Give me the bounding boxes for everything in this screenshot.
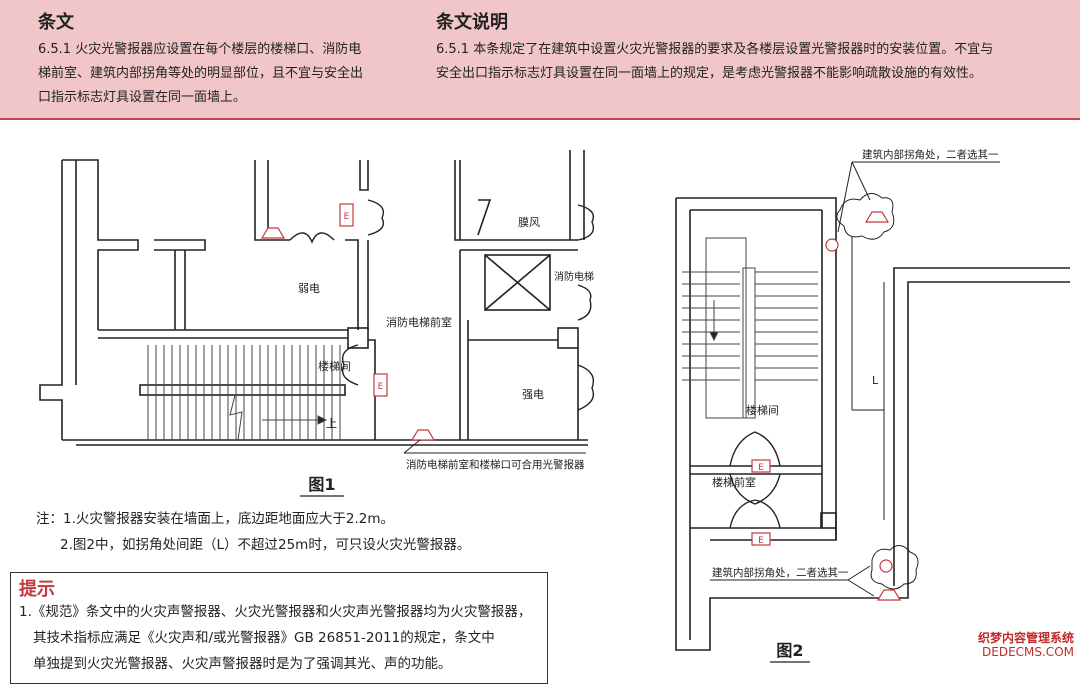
watermark: 织梦内容管理系统 DEDECMS.COM: [978, 631, 1074, 659]
exit-sign-letter: E: [344, 212, 350, 222]
floor-plan-diagrams: E E 弱电 消防电梯前室 楼梯间 膜风 强电 上 消防电梯前室和楼梯口可合用光…: [39, 148, 1070, 663]
clause-column: 条文 6.5.1 火灾光警报器应设置在每个楼层的楼梯口、消防电 梯前室、建筑内部…: [38, 8, 398, 110]
shared-alarm-annotation: 消防电梯前室和楼梯口可合用光警报器: [406, 458, 585, 471]
tip-line: 1.《规范》条文中的火灾声警报器、火灾光警报器和火灾声光警报器均为火灾警报器，: [19, 604, 532, 620]
figure1-alarm-symbols: E E: [260, 203, 436, 441]
figure2-alarm-symbols: E E: [751, 211, 902, 601]
fire-elevator-label: 消防电梯: [554, 270, 594, 283]
figure1-walls: [39, 150, 588, 446]
fire-lobby-label: 消防电梯前室: [386, 315, 452, 329]
clause-title: 条文: [38, 12, 74, 33]
clause-line: 梯前室、建筑内部拐角等处的明显部位，且不宜与安全出: [38, 66, 364, 81]
clause-line: 口指示标志灯具设置在同一面墙上。: [38, 90, 247, 105]
figure2-stairs: [682, 237, 818, 419]
pressurize-room-label: 膜风: [518, 216, 540, 229]
figure1-caption: 图1: [308, 475, 335, 494]
note-line: 2.图2中，如拐角处间距（L）不超过25m时，可只设火灾光警报器。: [60, 537, 471, 553]
tip-box: 提示 1.《规范》条文中的火灾声警报器、火灾光警报器和火灾声光警报器均为火灾警报…: [10, 572, 548, 684]
sound-alarm-icon: [879, 559, 893, 573]
exit-sign-icon: [339, 203, 354, 227]
figure2-labels: 建筑内部拐角处，二者选其一 建筑内部拐角处，二者选其一 楼梯间 楼梯前室: [712, 148, 999, 579]
weak-power-room-label: 弱电: [298, 282, 320, 295]
figure2-dimension: [851, 236, 885, 520]
corner-note-bottom: 建筑内部拐角处，二者选其一: [712, 566, 849, 579]
corner-note-top: 建筑内部拐角处，二者选其一: [862, 148, 999, 161]
explanation-column: 条文说明 6.5.1 本条规定了在建筑中设置火灾光警报器的要求及各楼层设置光警报…: [436, 8, 1056, 86]
light-alarm-icon: [864, 211, 890, 223]
figure1-doors: [289, 199, 595, 411]
watermark-line: 织梦内容管理系统: [977, 631, 1074, 645]
stair-up-label: 上: [326, 417, 337, 430]
explanation-line: 6.5.1 本条规定了在建筑中设置火灾光警报器的要求及各楼层设置光警报器时的安装…: [436, 42, 994, 57]
distance-l-label: L: [872, 374, 879, 387]
stairwell-label: 楼梯间: [746, 403, 779, 417]
exit-sign-icon: [751, 532, 771, 546]
strong-power-room-label: 强电: [522, 388, 544, 401]
figure2-doors: [729, 431, 781, 529]
stairwell-label: 楼梯间: [318, 359, 351, 373]
fire-elevator-label-text: 消防电梯: [554, 270, 594, 283]
figure2-callout-clouds: [836, 161, 919, 597]
note-line: 注：1.火灾警报器安装在墙面上，底边距地面应大于2.2m。: [36, 511, 394, 527]
light-alarm-icon: [410, 429, 436, 441]
light-alarm-icon: [260, 227, 286, 239]
exit-sign-icon: [373, 373, 388, 397]
watermark-line: DEDECMS.COM: [982, 645, 1074, 659]
annotation-leader: [403, 439, 421, 454]
exit-sign-icon: [751, 459, 771, 473]
figure1-labels: 弱电 消防电梯前室 楼梯间 膜风 强电 上 消防电梯前室和楼梯口可合用光警报器: [298, 216, 585, 471]
exit-sign-letter: E: [378, 382, 384, 392]
header-band: 条文 6.5.1 火灾光警报器应设置在每个楼层的楼梯口、消防电 梯前室、建筑内部…: [0, 0, 1080, 120]
sound-alarm-icon: [825, 238, 839, 252]
exit-sign-letter: E: [758, 536, 764, 546]
exit-sign-letter: E: [758, 463, 764, 473]
tip-title: 提示: [19, 579, 55, 600]
tip-body: 1.《规范》条文中的火灾声警报器、火灾光警报器和火灾声光警报器均为火灾警报器， …: [19, 599, 545, 677]
explanation-title: 条文说明: [436, 12, 508, 33]
tip-line: 其技术指标应满足《火灾声和/或光警报器》GB 26851-2011的规定，条文中: [33, 630, 495, 646]
figure1-stair-treads: [147, 345, 341, 441]
figure-notes: 注：1.火灾警报器安装在墙面上，底边距地面应大于2.2m。 2.图2中，如拐角处…: [36, 506, 470, 558]
explanation-line: 安全出口指示标志灯具设置在同一面墙上的规定，是考虑光警报器不能影响疏散设施的有效…: [436, 66, 983, 81]
clause-line: 6.5.1 火灾光警报器应设置在每个楼层的楼梯口、消防电: [38, 42, 362, 57]
stair-lobby-label: 楼梯前室: [712, 475, 756, 489]
figure2-walls: [675, 197, 1070, 651]
tip-line: 单独提到火灾光警报器、火灾声警报器时是为了强调其光、声的功能。: [33, 656, 452, 672]
figure2-caption: 图2: [776, 641, 803, 660]
light-alarm-icon: [876, 589, 902, 601]
